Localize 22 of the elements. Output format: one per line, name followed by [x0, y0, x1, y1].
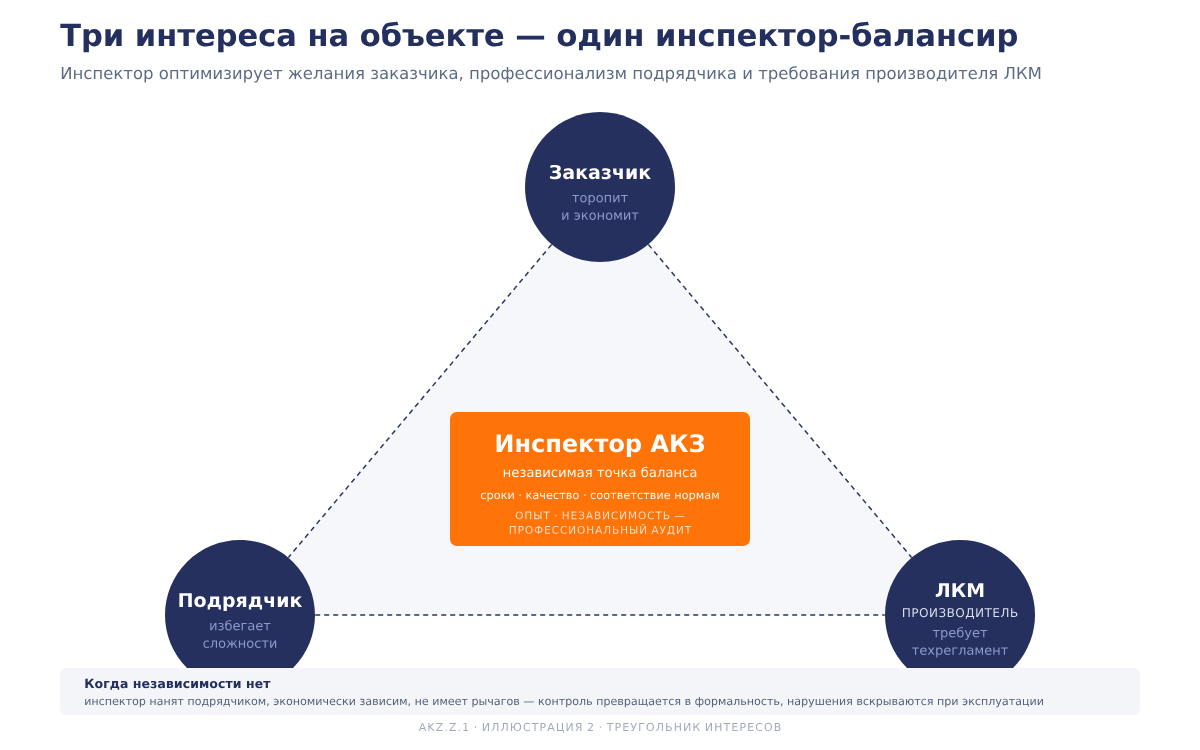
card-title: Инспектор АКЗ — [496, 434, 705, 457]
stakeholder-circle — [525, 112, 675, 262]
dashed-connector — [287, 243, 553, 559]
note-panel — [60, 668, 1140, 715]
card-text: сроки · качество · соответствие нормам — [480, 492, 719, 502]
subtitle: Инспектор оптимизирует желания заказчика, профессионализм подрядчика и требования производителя ЛКМ — [61, 66, 1041, 83]
card-subtitle: независимая точка баланса — [503, 466, 697, 478]
stakeholder-note: требует техрегламент — [912, 627, 1008, 658]
inspector-card — [450, 412, 750, 546]
footer-caption: AKZ.Z.1 · ИЛЛЮСТРАЦИЯ 2 · ТРЕУГОЛЬНИК ИНТЕРЕСОВ — [418, 722, 781, 733]
card-tagline: ОПЫТ · НЕЗАВИСИМОСТЬ — ПРОФЕССИОНАЛЬНЫЙ АУДИТ — [509, 511, 692, 536]
note-text: инспектор нанят подрядчиком, экономически зависим, не имеет рычагов — контроль превращается в формальность, нарушения вскрываются при эксплуатации — [85, 696, 1043, 708]
stakeholder-note: торопит и экономит — [562, 194, 639, 220]
stakeholder-name: Подрядчик — [179, 593, 303, 611]
dashed-connector — [314, 614, 886, 616]
stakeholder-role: ПРОИЗВОДИТЕЛЬ — [903, 608, 1018, 619]
stakeholder-name: ЛКМ — [935, 583, 984, 597]
dashed-connector — [647, 243, 913, 559]
title: Три интереса на объекте — один инспектор-балансир — [60, 21, 1017, 53]
stakeholder-note: избегает сложности — [203, 620, 277, 648]
note-heading: Когда независимости нет — [85, 678, 271, 690]
stakeholder-name: Заказчик — [550, 164, 651, 180]
